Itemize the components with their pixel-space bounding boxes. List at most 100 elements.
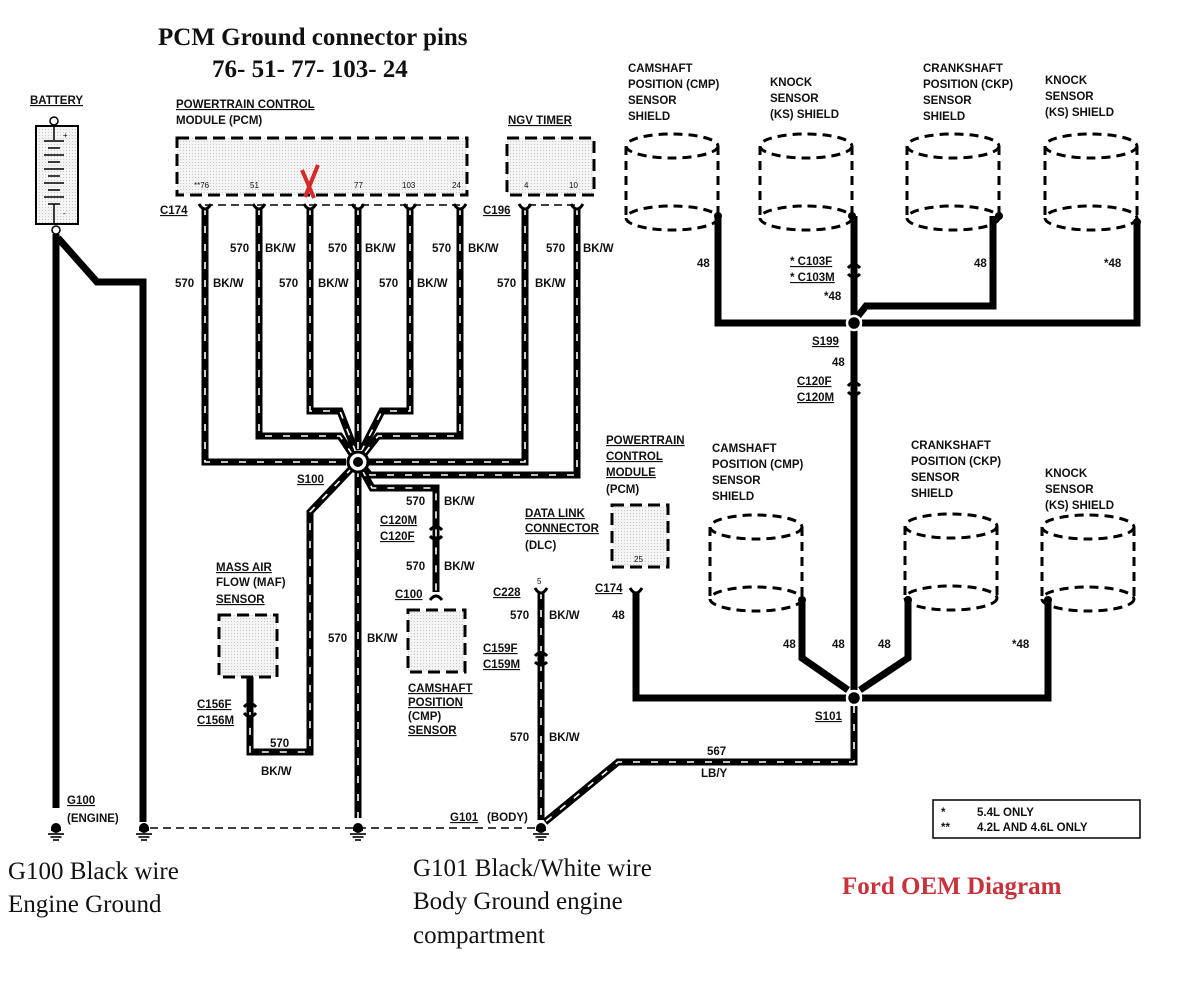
wire-label: BK/W: [535, 278, 566, 290]
shield-label-line: SENSOR: [770, 93, 819, 105]
pcm-lower-label-1: POWERTRAIN: [606, 435, 685, 447]
connector-c159f: C159F: [483, 643, 518, 655]
connector-c159m: C159M: [483, 659, 520, 671]
wire-label: 48: [832, 639, 845, 651]
g100-location: (ENGINE): [67, 813, 119, 825]
shield-label-line: (KS) SHIELD: [770, 109, 839, 121]
maf-sensor-box: [217, 613, 279, 679]
wire-label: 570: [175, 278, 194, 290]
annotation-g101-line-1: G101 Black/White wire: [413, 855, 652, 882]
wire-label: BK/W: [261, 766, 292, 778]
battery-label: BATTERY: [30, 95, 83, 107]
ground-g101-symbol: [532, 822, 550, 841]
maf-label-3: SENSOR: [216, 594, 265, 606]
shield-label-line: SENSOR: [712, 475, 761, 487]
pcm-lower-label-2: CONTROL: [606, 451, 663, 463]
connector-c156f: C156F: [197, 699, 232, 711]
shield-label-line: CAMSHAFT: [712, 443, 777, 455]
wire-label: 570: [328, 243, 347, 255]
battery-plus: +: [63, 131, 68, 140]
pcm-lower-box: [610, 503, 670, 569]
wire-label: BK/W: [365, 243, 396, 255]
splice-s199-label: S199: [812, 336, 839, 348]
c120-connector-symbol: [428, 525, 444, 532]
pcm-ground-wires: [201, 208, 581, 479]
pcm-lower-pin-25: 25: [634, 555, 643, 564]
title-line-1: PCM Ground connector pins: [158, 24, 468, 51]
wire-label: 570: [270, 738, 289, 750]
connector-c100: C100: [395, 589, 423, 601]
annotation-g100-line-2: Engine Ground: [8, 891, 162, 918]
connector-c174: C174: [160, 205, 188, 217]
ground-g100-symbol: [47, 822, 65, 841]
shield-cylinder: [624, 132, 720, 232]
splice-s100-label: S100: [297, 474, 324, 486]
dlc-label-3: (DLC): [525, 540, 556, 552]
dlc-label-1: DATA LINK: [525, 508, 586, 520]
shield-label-line: (KS) SHIELD: [1045, 107, 1114, 119]
splice-s199: [845, 314, 863, 332]
wire-label: *48: [1104, 258, 1122, 270]
wire-label: 570: [406, 561, 425, 573]
wire-label: BK/W: [444, 561, 475, 573]
shield-cylinder: [1043, 132, 1139, 232]
pcm-label-1: POWERTRAIN CONTROL: [176, 99, 315, 111]
legend-symbol: **: [941, 822, 950, 834]
shield-label-line: POSITION (CKP): [923, 79, 1013, 91]
cmp-sensor-label-3: (CMP): [408, 711, 441, 723]
shield-terminal: [995, 212, 1003, 220]
red-x-marker: [300, 164, 320, 199]
shield-label-line: SHIELD: [628, 111, 670, 123]
maf-label-2: FLOW (MAF): [216, 577, 286, 589]
pcm-pin-24: 24: [452, 181, 461, 190]
wire-label: BK/W: [367, 633, 398, 645]
shield-label-line: KNOCK: [1045, 75, 1088, 87]
g101-location: (BODY): [487, 812, 528, 824]
wire-label: 570: [279, 278, 298, 290]
connector-c120f: C120F: [380, 531, 415, 543]
wire-label: BK/W: [213, 278, 244, 290]
wire-label: 48: [783, 639, 796, 651]
connector-c174-lower: C174: [595, 583, 623, 595]
connector-c156m: C156M: [197, 715, 234, 727]
title-line-2: 76- 51- 77- 103- 24: [212, 56, 408, 83]
wire-label: BK/W: [318, 278, 349, 290]
wire-label: 48: [832, 357, 845, 369]
wire-label: BK/W: [444, 496, 475, 508]
wire-label: 570: [432, 243, 451, 255]
pcm-pins: **76 51 77 103 24: [194, 181, 461, 190]
connector-c120m-upper: C120M: [797, 392, 834, 404]
shield-cylinder: [1040, 513, 1136, 613]
annotation-g101-line-2: Body Ground engine: [413, 888, 623, 915]
s101-wiring: [542, 586, 1052, 825]
pcm-pin-77: 77: [354, 181, 363, 190]
connector-c103f: * C103F: [790, 256, 832, 268]
annotation-g101-line-3: compartment: [413, 922, 545, 949]
wire-label: 48: [612, 610, 625, 622]
wire-label: BK/W: [265, 243, 296, 255]
ground-symbol: [349, 822, 367, 841]
shield-label-line: SENSOR: [1045, 484, 1094, 496]
s199-wiring: [714, 216, 1141, 690]
wire-label: *48: [824, 291, 842, 303]
connector-c228: C228: [493, 587, 521, 599]
wire-label: 567: [707, 746, 726, 758]
battery-cable-body: [55, 235, 147, 822]
battery: BATTERY + -: [30, 95, 83, 235]
annotation-g100-line-1: G100 Black wire: [8, 858, 179, 885]
g101-id: G101: [450, 812, 479, 824]
shield-label-line: SHIELD: [712, 491, 754, 503]
shield-label-line: POSITION (CMP): [628, 79, 720, 91]
wire-label: 570: [406, 496, 425, 508]
shield-label-line: CRANKSHAFT: [923, 63, 1003, 75]
ngv-timer-box: [505, 136, 596, 197]
wire-label: *48: [1012, 639, 1030, 651]
connector-c120m: C120M: [380, 515, 417, 527]
wire-label: 48: [974, 258, 987, 270]
shield-label-line: SENSOR: [923, 95, 972, 107]
connector-c103m: * C103M: [790, 272, 835, 284]
wire-label: 570: [510, 610, 529, 622]
